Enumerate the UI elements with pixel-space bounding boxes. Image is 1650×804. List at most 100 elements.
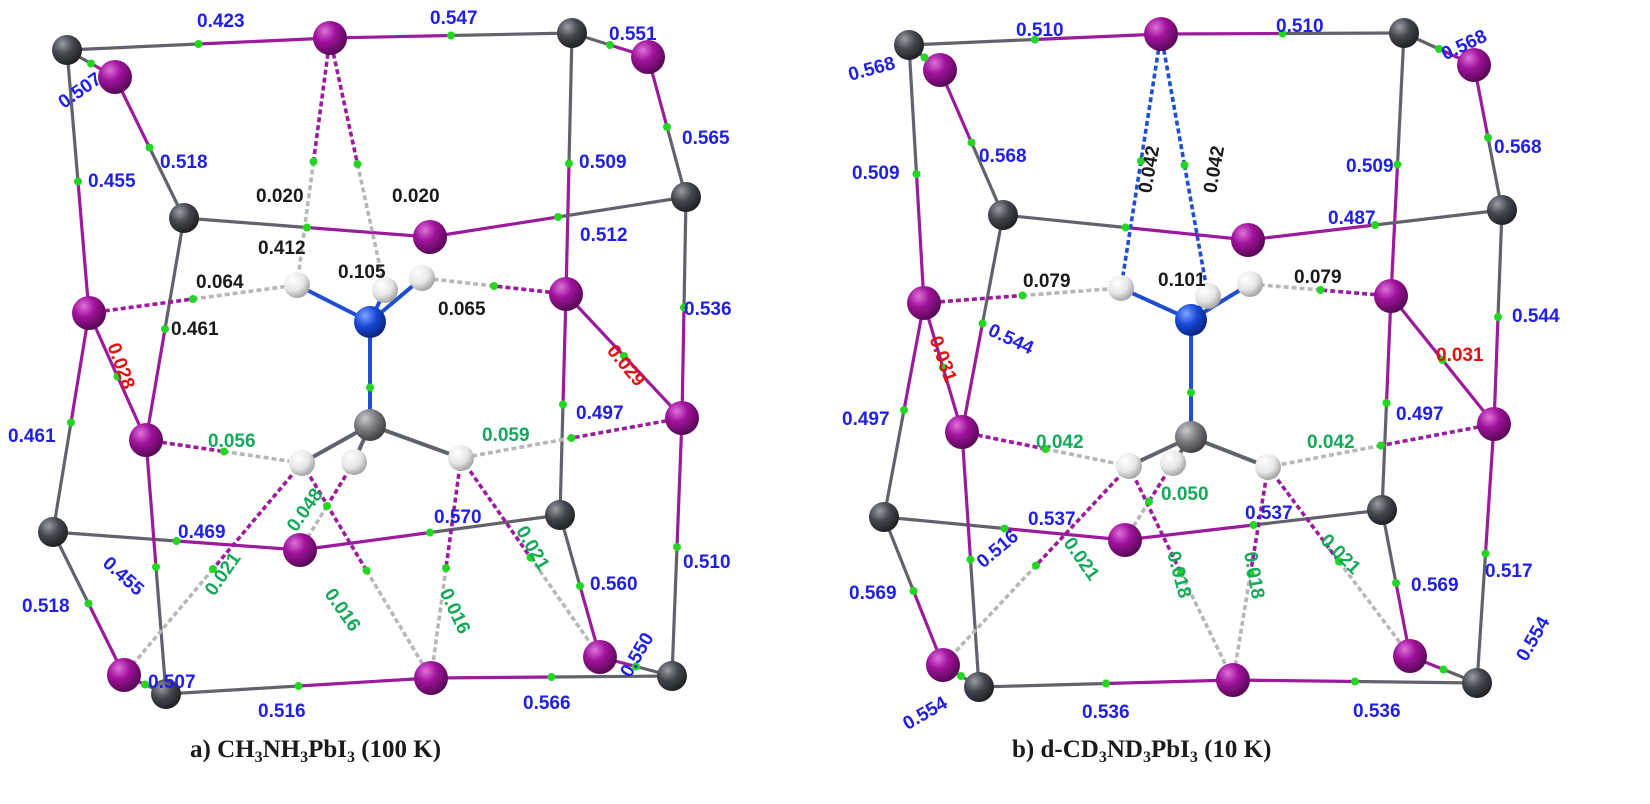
hbond-b-8-a bbox=[1127, 465, 1183, 574]
density-label-blue: 0.550 bbox=[616, 629, 658, 681]
density-label-red: 0.031 bbox=[1436, 345, 1484, 366]
bond-critical-point bbox=[145, 143, 154, 152]
carbon-atom-b bbox=[1175, 421, 1207, 453]
bond-b-20-b bbox=[1475, 553, 1488, 684]
hbond-a-9-a bbox=[444, 457, 463, 569]
bond-critical-point bbox=[113, 372, 122, 381]
bond-b-9-a bbox=[1247, 223, 1376, 242]
lead-atom-b bbox=[1462, 668, 1492, 698]
hbond-a-5-b bbox=[460, 436, 572, 460]
bond-b-10-b bbox=[960, 323, 985, 433]
iodine-atom-a bbox=[414, 661, 448, 695]
density-label-blue: 0.423 bbox=[197, 11, 245, 32]
bond-critical-point bbox=[680, 303, 688, 312]
hbond-b-6-b bbox=[941, 564, 1038, 667]
density-label-green: 0.050 bbox=[1161, 484, 1209, 505]
density-label-blue: 0.569 bbox=[1411, 575, 1459, 596]
density-label-green: 0.018 bbox=[1239, 550, 1268, 600]
iodine-atom-b bbox=[923, 53, 957, 87]
hbond-a-6-a bbox=[211, 461, 304, 571]
hbond-a-8-a bbox=[300, 462, 369, 572]
density-label-green: 0.042 bbox=[1307, 432, 1355, 453]
iodine-atom-b bbox=[926, 648, 960, 682]
bond-critical-point bbox=[526, 553, 535, 562]
hbond-b-4-a bbox=[961, 430, 1046, 451]
density-label-black: 0.064 bbox=[196, 272, 244, 293]
iodine-atom-a bbox=[583, 640, 617, 674]
bond-critical-point bbox=[939, 363, 947, 372]
bond-b-6-b bbox=[1389, 164, 1400, 297]
hydrogen-atom-a bbox=[341, 449, 367, 475]
bond-a-1-b bbox=[450, 31, 573, 38]
caption-b: b) d-CD3ND3PbI3 (10 K) bbox=[1012, 736, 1271, 766]
bond-critical-point bbox=[1435, 45, 1443, 53]
hydrogen-atom-a bbox=[284, 272, 310, 298]
bond-critical-point bbox=[1481, 549, 1490, 558]
lead-atom-a bbox=[545, 500, 575, 530]
bond-critical-point bbox=[1278, 29, 1287, 38]
bond-critical-point bbox=[447, 31, 455, 40]
bond-a-16-b bbox=[176, 539, 301, 552]
bond-a-8-b bbox=[306, 225, 431, 239]
hbond-b-6-a bbox=[1034, 464, 1131, 567]
density-label-blue: 0.517 bbox=[1485, 561, 1533, 582]
bond-critical-point bbox=[1102, 679, 1110, 688]
bond-b-0-a bbox=[908, 37, 1036, 47]
bond-a-0-b bbox=[198, 36, 331, 46]
bond-critical-point bbox=[900, 406, 908, 414]
density-label-blue: 0.507 bbox=[55, 69, 106, 113]
hydrogen-atom-a bbox=[372, 277, 398, 303]
bond-b-4-b bbox=[914, 173, 926, 304]
bond-critical-point bbox=[909, 587, 918, 595]
bond-critical-point bbox=[1316, 286, 1325, 294]
hbond-a-0-a bbox=[311, 37, 332, 162]
density-label-blue: 0.551 bbox=[609, 24, 657, 45]
bond-a-12-b bbox=[51, 422, 73, 533]
bond-b-17-b bbox=[1253, 508, 1383, 527]
bond-b-8-a bbox=[1002, 213, 1126, 230]
bond-a-23-b bbox=[298, 676, 432, 688]
iodine-atom-b bbox=[1108, 523, 1142, 557]
hbond-b-5-b bbox=[1267, 443, 1382, 469]
bond-critical-point bbox=[67, 418, 75, 427]
bond-critical-point bbox=[576, 582, 584, 590]
hbond-a-4-a bbox=[145, 438, 225, 454]
hbond-b-0-b bbox=[1119, 160, 1143, 289]
hbond-a-4-b bbox=[223, 449, 303, 465]
density-label-blue: 0.509 bbox=[852, 163, 900, 184]
bond-a-20-b bbox=[670, 546, 679, 677]
density-label-blue: 0.554 bbox=[900, 692, 952, 734]
bond-b-1-b bbox=[1282, 31, 1405, 36]
density-label-black: 0.020 bbox=[256, 186, 304, 207]
iodine-atom-a bbox=[313, 21, 347, 55]
density-label-blue: 0.536 bbox=[1082, 702, 1130, 723]
bond-critical-point bbox=[1377, 441, 1385, 450]
bond-critical-point bbox=[632, 662, 640, 671]
bond-critical-point bbox=[912, 170, 921, 178]
iodine-atom-b bbox=[1216, 663, 1250, 697]
bond-critical-point bbox=[1382, 399, 1391, 407]
bond-a-24-b bbox=[551, 674, 673, 679]
density-label-blue: 0.516 bbox=[973, 526, 1023, 573]
hbond-a-1-b bbox=[355, 163, 387, 291]
density-label-black: 0.042 bbox=[1135, 144, 1164, 194]
hydrogen-atom-a bbox=[409, 265, 435, 291]
iodine-atom-a bbox=[549, 277, 583, 311]
hbond-b-0-a bbox=[1139, 33, 1163, 162]
bond-critical-point bbox=[194, 40, 203, 48]
density-label-black: 0.065 bbox=[438, 299, 486, 320]
bond-a-15-a bbox=[561, 293, 568, 405]
density-label-blue: 0.544 bbox=[985, 320, 1037, 359]
density-label-blue: 0.509 bbox=[579, 152, 627, 173]
lead-atom-b bbox=[894, 30, 924, 60]
lead-atom-a bbox=[557, 18, 587, 48]
hydrogen-atom-b bbox=[1255, 454, 1281, 480]
bond-critical-point bbox=[1018, 291, 1027, 300]
hbond-b-1-b bbox=[1182, 164, 1210, 297]
hbond-a-10-a bbox=[459, 456, 532, 559]
bond-critical-point bbox=[141, 680, 149, 689]
bond-b-23-a bbox=[978, 681, 1107, 689]
density-label-black: 0.079 bbox=[1023, 271, 1071, 292]
bond-a-20-a bbox=[675, 417, 684, 548]
